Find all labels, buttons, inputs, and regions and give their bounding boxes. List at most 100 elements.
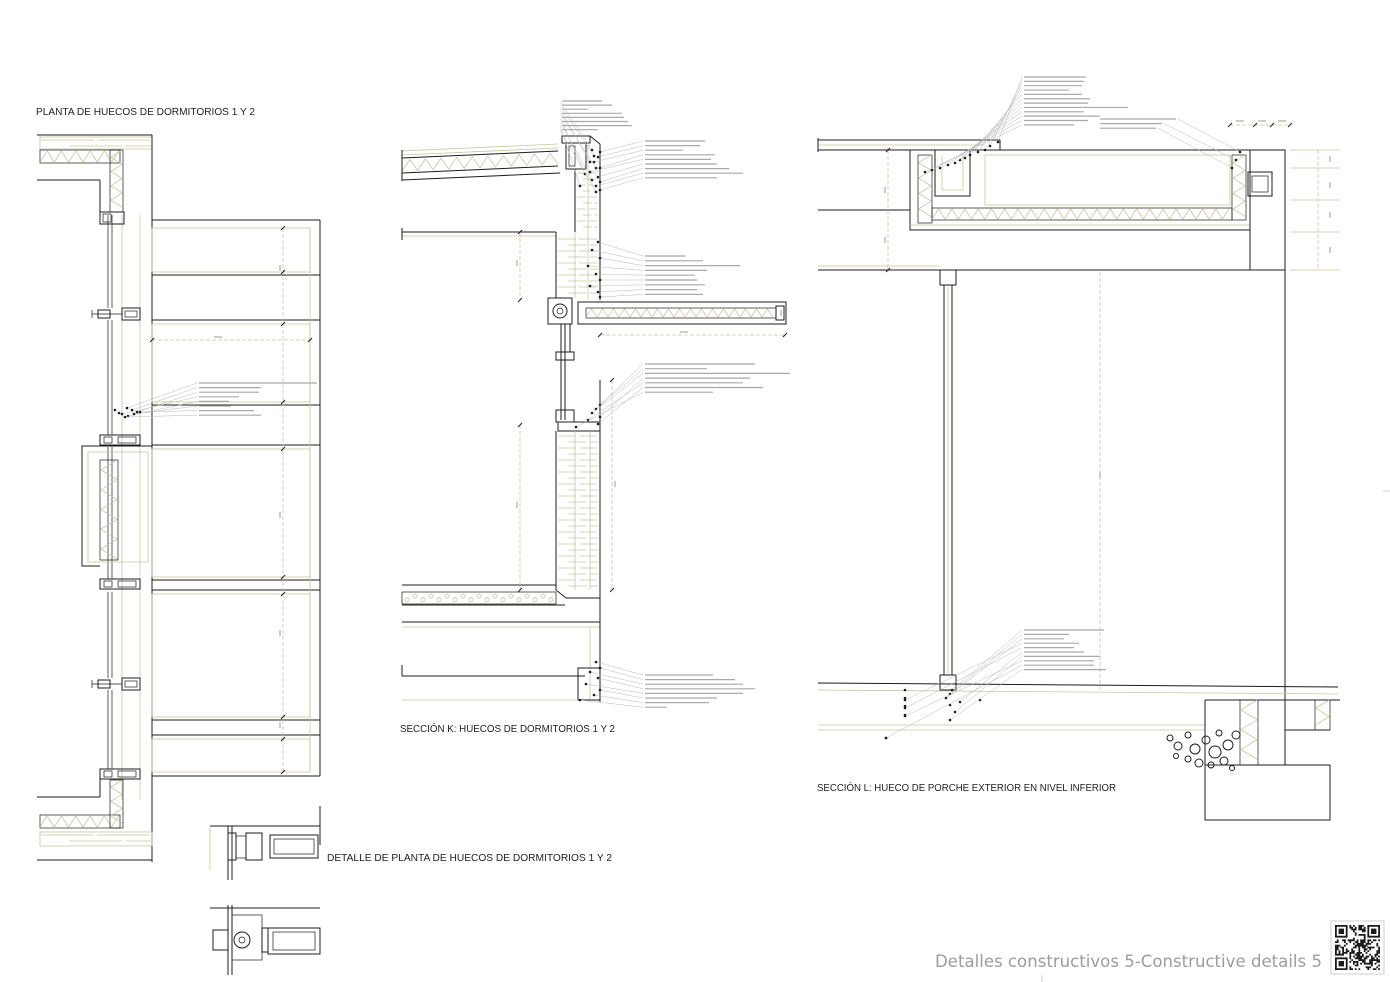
dimension-tick <box>280 714 286 720</box>
plan-drawing <box>37 134 321 862</box>
leader-line <box>939 115 1023 169</box>
reference-dot <box>1230 166 1234 170</box>
leader-line <box>124 414 198 418</box>
reference-dot <box>938 166 942 170</box>
frame-profile <box>117 770 137 778</box>
leader-line <box>977 89 1023 153</box>
gravel-stone <box>1219 756 1229 766</box>
leader-line <box>139 410 198 413</box>
insulation-zigzag <box>110 149 123 208</box>
reference-dot <box>588 284 592 288</box>
detail-hinge <box>233 931 251 949</box>
insulation-bead <box>508 593 514 599</box>
frame-profile <box>103 436 113 444</box>
roof-finish-line <box>401 143 559 152</box>
reference-dot <box>578 698 582 702</box>
leader-line <box>947 111 1023 166</box>
leader-line <box>597 289 644 293</box>
brick-wall-layer <box>39 831 153 847</box>
leader-line <box>904 660 1023 717</box>
leader-line <box>599 140 644 153</box>
roof-slab-top <box>401 172 561 181</box>
detail-steel-tube-inner <box>272 931 316 951</box>
section-k-drawing <box>401 100 790 708</box>
niche-outline <box>81 445 152 567</box>
dimension-tick <box>280 591 286 597</box>
insulation-layer <box>99 459 119 561</box>
leader-line <box>904 647 1023 709</box>
window-frame <box>99 768 141 780</box>
detail-steel-tube <box>269 834 319 859</box>
reference-dot <box>1238 150 1242 154</box>
brick-hatch <box>41 139 151 147</box>
plan-title: PLANTA DE HUECOS DE DORMITORIOS 1 Y 2 <box>36 106 255 118</box>
roof-finish-line <box>401 147 559 156</box>
reference-dot <box>594 660 598 664</box>
insulation-zigzag <box>39 815 120 828</box>
dimension-tick <box>1287 122 1293 128</box>
dimension-tick <box>307 337 313 343</box>
brick-hatch <box>577 172 598 228</box>
insulation-bead <box>444 593 450 599</box>
insulation-zigzag <box>1240 699 1258 760</box>
insulation-zigzag <box>401 152 559 172</box>
reference-dot <box>963 156 967 160</box>
insulation-bead <box>516 597 522 603</box>
insulation-bead <box>548 597 554 603</box>
reference-dot <box>132 412 136 416</box>
leader-line <box>589 159 644 173</box>
frame-profile <box>103 580 113 588</box>
leader-line <box>587 382 644 421</box>
dimension-tick <box>1227 122 1233 128</box>
reference-dot <box>598 180 602 184</box>
window-frame <box>99 211 125 225</box>
niche-lining <box>87 451 149 563</box>
reference-dot <box>903 698 907 702</box>
gravel-stone <box>1173 753 1179 759</box>
reference-dot <box>983 148 987 152</box>
parapet <box>565 142 587 170</box>
insulation-bead <box>420 597 426 603</box>
foundation-edge <box>577 667 601 701</box>
shutter-axle <box>556 307 564 315</box>
leader-line <box>599 294 644 298</box>
reference-dot <box>574 425 578 429</box>
leader-line <box>595 661 644 676</box>
insulation-bead <box>436 597 442 603</box>
leader-line <box>589 671 644 685</box>
insulation-layer <box>917 154 933 224</box>
reference-dot <box>584 682 588 686</box>
reference-dot <box>884 736 888 740</box>
reference-dot <box>125 406 129 410</box>
leader-line <box>1157 127 1233 169</box>
gravel-stone <box>1166 734 1174 742</box>
dimension-tick <box>597 332 603 338</box>
leader-line <box>559 129 597 193</box>
leader-line <box>579 699 644 708</box>
leader-line <box>597 163 644 178</box>
insulation-layer <box>1239 699 1259 766</box>
leader-line <box>591 373 644 414</box>
dimension-tick <box>609 377 615 383</box>
reference-dot <box>117 411 121 415</box>
reference-dot <box>598 403 602 407</box>
insulation-zigzag <box>110 779 123 824</box>
pool-basin <box>984 154 1231 206</box>
gravel-stone <box>1207 761 1215 769</box>
dimension-tick <box>1269 122 1275 128</box>
leader-line <box>997 76 1023 143</box>
reference-dot <box>596 155 600 159</box>
reference-dot <box>930 168 934 172</box>
insulation-zigzag <box>100 459 118 560</box>
reference-dot <box>590 148 594 152</box>
frame-profile <box>103 770 113 778</box>
insulation-bead <box>540 593 546 599</box>
dimension-tick <box>517 587 523 593</box>
gutter-inner <box>1251 175 1269 193</box>
reference-dot <box>598 688 602 692</box>
balcony-edge <box>775 305 785 321</box>
reference-dot <box>126 414 130 418</box>
dimension-tick <box>280 736 286 742</box>
leader-line <box>969 94 1023 156</box>
